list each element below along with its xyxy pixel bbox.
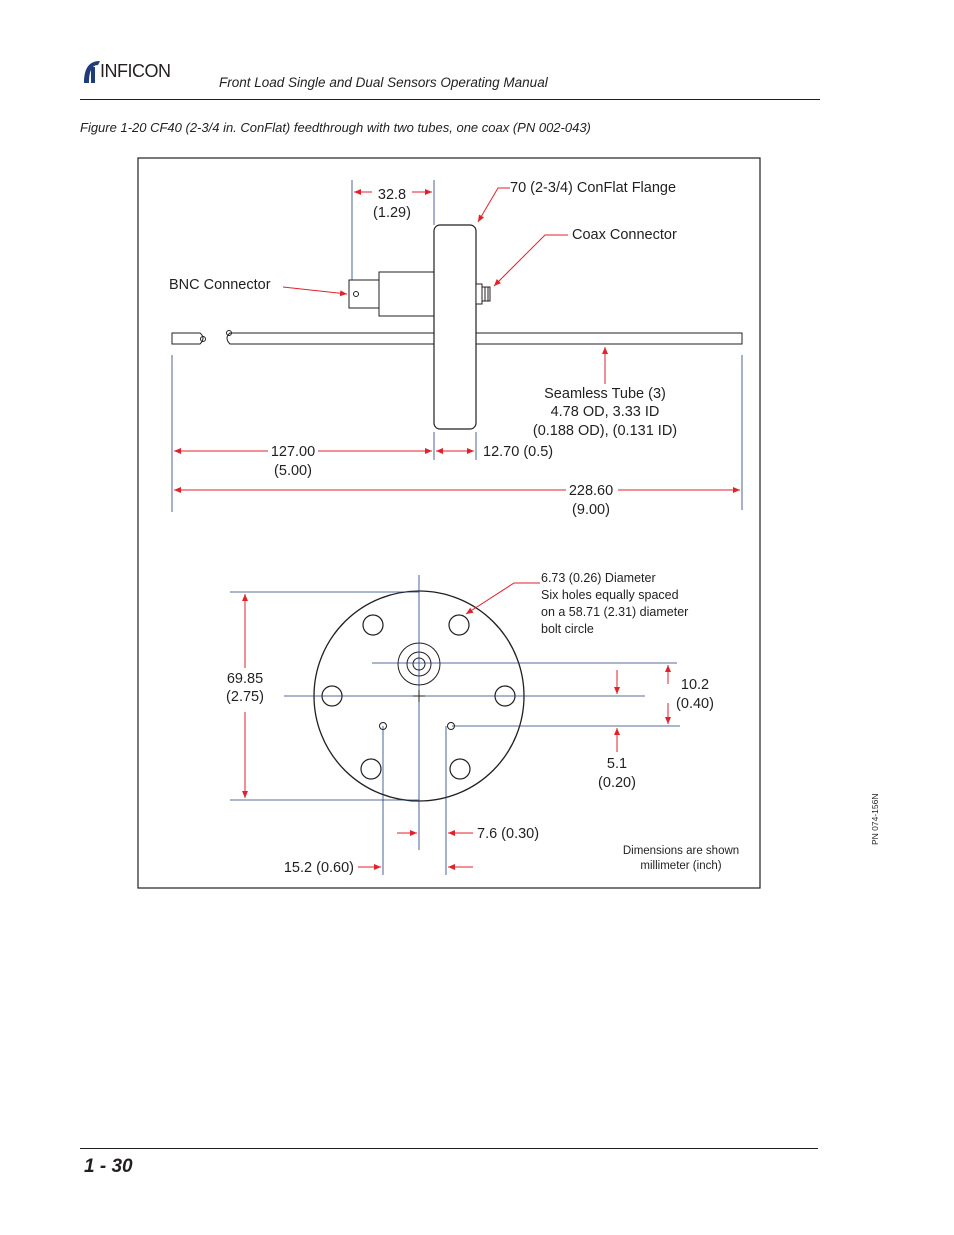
header-divider xyxy=(80,99,820,100)
tube-label-1: Seamless Tube (3) xyxy=(544,386,666,402)
holes-label-4: bolt circle xyxy=(541,622,594,636)
dim-10-in: (0.40) xyxy=(676,696,714,712)
dim-127-mm: 127.00 xyxy=(271,444,315,460)
holes-label-2: Six holes equally spaced xyxy=(541,588,679,602)
footer-divider xyxy=(80,1148,818,1149)
inficon-logo-icon xyxy=(84,61,100,83)
bnc-connector xyxy=(348,271,435,317)
dim-32-8-in: (1.29) xyxy=(373,205,411,221)
holes-label-3: on a 58.71 (2.31) diameter xyxy=(541,605,688,619)
part-number: PN 074-156N xyxy=(870,793,880,845)
manual-title: Front Load Single and Dual Sensors Opera… xyxy=(219,75,548,90)
dim-228-mm: 228.60 xyxy=(569,483,613,499)
figure-frame xyxy=(137,157,761,889)
units-note-1: Dimensions are shown xyxy=(623,845,739,857)
bnc-label: BNC Connector xyxy=(169,277,271,293)
dim-69-mm: 69.85 xyxy=(227,671,263,687)
dim-5-mm: 5.1 xyxy=(607,756,627,772)
dim-228-in: (9.00) xyxy=(572,502,610,518)
dim-69-in: (2.75) xyxy=(226,689,264,705)
dim-10-mm: 10.2 xyxy=(681,677,709,693)
holes-label-1: 6.73 (0.26) Diameter xyxy=(541,571,656,585)
units-note-2: millimeter (inch) xyxy=(640,860,721,872)
seamless-tube xyxy=(171,330,743,345)
tube-label-2: 4.78 OD, 3.33 ID xyxy=(551,404,660,420)
page-number: 1 - 30 xyxy=(84,1156,133,1177)
dim-127-in: (5.00) xyxy=(274,463,312,479)
flange-label: 70 (2-3/4) ConFlat Flange xyxy=(510,180,676,196)
dim-32-8-mm: 32.8 xyxy=(378,187,406,203)
tube-label-3: (0.188 OD), (0.131 ID) xyxy=(533,423,677,439)
coax-connector xyxy=(475,283,491,305)
dim-7-6: 7.6 (0.30) xyxy=(477,826,539,842)
figure-caption: Figure 1-20 CF40 (2-3/4 in. ConFlat) fee… xyxy=(80,120,591,135)
dim-15-2: 15.2 (0.60) xyxy=(284,860,354,876)
conflat-flange xyxy=(433,224,477,430)
coax-label: Coax Connector xyxy=(572,227,677,243)
dim-5-in: (0.20) xyxy=(598,775,636,791)
bolt-holes xyxy=(321,614,516,780)
logo-text: INFICON xyxy=(100,61,171,81)
dim-12-7: 12.70 (0.5) xyxy=(483,444,553,460)
